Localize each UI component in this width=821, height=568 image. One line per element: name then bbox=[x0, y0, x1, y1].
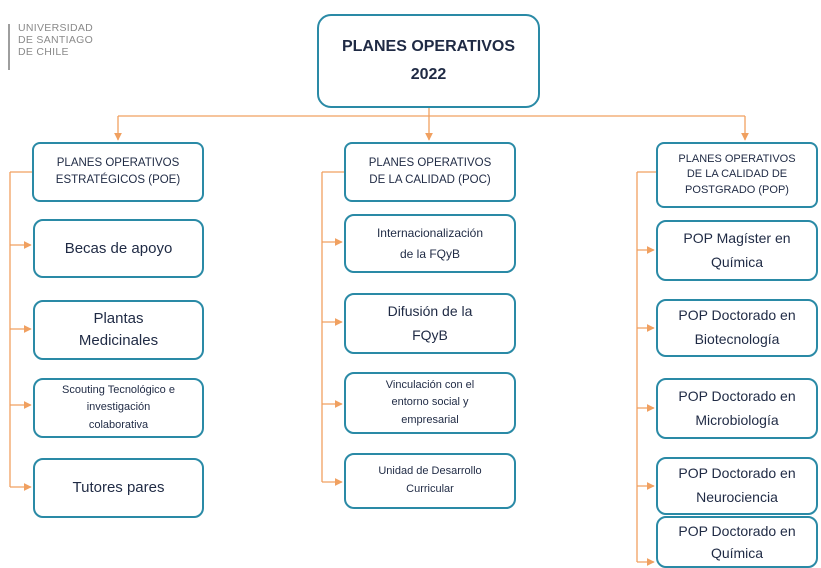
root-title-box: PLANES OPERATIVOS 2022 bbox=[317, 14, 540, 108]
logo-divider bbox=[8, 24, 10, 70]
pop-item-label: Química bbox=[710, 545, 764, 561]
pop-item-label: Neurociencia bbox=[696, 489, 778, 505]
pop-item-doctorado-microbiologia: POP Doctorado en Microbiología bbox=[656, 378, 818, 439]
poc-header-line-2: DE LA CALIDAD (POC) bbox=[369, 174, 491, 186]
poc-item-internacionalizacion: Internacionalización de la FQyB bbox=[344, 214, 516, 273]
poc-item-label: empresarial bbox=[401, 413, 459, 426]
poe-item-label: investigación bbox=[86, 401, 151, 414]
logo-line-1: UNIVERSIDAD bbox=[18, 22, 94, 34]
root-title-year: 2022 bbox=[410, 66, 447, 83]
poe-item-becas: Becas de apoyo bbox=[33, 219, 204, 278]
pop-item-doctorado-neurociencia: POP Doctorado en Neurociencia bbox=[656, 457, 818, 515]
pop-header-line-3: POSTGRADO (POP) bbox=[685, 183, 789, 196]
poe-header-box: PLANES OPERATIVOS ESTRATÉGICOS (POE) bbox=[32, 142, 204, 202]
pop-item-label: POP Doctorado en bbox=[678, 387, 796, 404]
poc-header-box: PLANES OPERATIVOS DE LA CALIDAD (POC) bbox=[344, 142, 516, 202]
poc-header-line-1: PLANES OPERATIVOS bbox=[368, 157, 492, 170]
pop-item-doctorado-quimica: POP Doctorado en Química bbox=[656, 516, 818, 568]
poe-item-label: Plantas bbox=[93, 310, 144, 328]
pop-item-magister-quimica: POP Magíster en Química bbox=[656, 220, 818, 281]
poc-item-label: FQyB bbox=[412, 326, 448, 343]
poc-item-label: Vinculación con el bbox=[385, 379, 475, 392]
poc-item-difusion: Difusión de la FQyB bbox=[344, 293, 516, 354]
poc-item-label: Difusión de la bbox=[387, 302, 473, 319]
poe-item-scouting: Scouting Tecnológico e investigación col… bbox=[33, 378, 204, 438]
poc-item-label: entorno social y bbox=[391, 396, 469, 409]
pop-item-label: POP Doctorado en bbox=[678, 465, 796, 482]
pop-header-line-2: DE LA CALIDAD DE bbox=[686, 168, 788, 181]
poc-item-label: de la FQyB bbox=[399, 246, 461, 261]
root-title-line-1: PLANES OPERATIVOS bbox=[341, 38, 516, 55]
pop-item-label: POP Magíster en bbox=[683, 229, 791, 246]
poe-item-label: Becas de apoyo bbox=[64, 239, 173, 257]
pop-item-label: Microbiología bbox=[695, 411, 779, 428]
poc-item-label: Internacionalización bbox=[376, 225, 484, 240]
pop-item-doctorado-biotecnologia: POP Doctorado en Biotecnología bbox=[656, 299, 818, 357]
pop-item-label: Biotecnología bbox=[694, 331, 780, 347]
poe-item-plantas: Plantas Medicinales bbox=[33, 300, 204, 360]
pop-item-label: POP Doctorado en bbox=[678, 522, 796, 539]
poc-item-label: Curricular bbox=[406, 483, 454, 495]
poe-header-line-1: PLANES OPERATIVOS bbox=[56, 157, 180, 170]
poc-item-vinculacion: Vinculación con el entorno social y empr… bbox=[344, 372, 516, 434]
poe-item-label: Scouting Tecnológico e bbox=[62, 384, 175, 397]
poc-item-unidad: Unidad de Desarrollo Curricular bbox=[344, 453, 516, 509]
poe-item-label: colaborativa bbox=[88, 418, 149, 431]
poe-item-tutores: Tutores pares bbox=[33, 458, 204, 518]
poe-item-label: Tutores pares bbox=[72, 479, 165, 497]
university-logo: UNIVERSIDAD DE SANTIAGO DE CHILE bbox=[8, 22, 168, 70]
pop-item-label: POP Doctorado en bbox=[678, 307, 796, 324]
poe-item-label: Medicinales bbox=[78, 332, 159, 349]
logo-line-2: DE SANTIAGO bbox=[18, 34, 94, 46]
poe-header-line-2: ESTRATÉGICOS (POE) bbox=[55, 174, 181, 186]
pop-header-box: PLANES OPERATIVOS DE LA CALIDAD DE POSTG… bbox=[656, 142, 818, 208]
logo-line-3: DE CHILE bbox=[18, 46, 69, 58]
pop-header-line-1: PLANES OPERATIVOS bbox=[678, 152, 796, 165]
pop-item-label: Química bbox=[710, 253, 764, 270]
poc-item-label: Unidad de Desarrollo bbox=[378, 465, 482, 478]
